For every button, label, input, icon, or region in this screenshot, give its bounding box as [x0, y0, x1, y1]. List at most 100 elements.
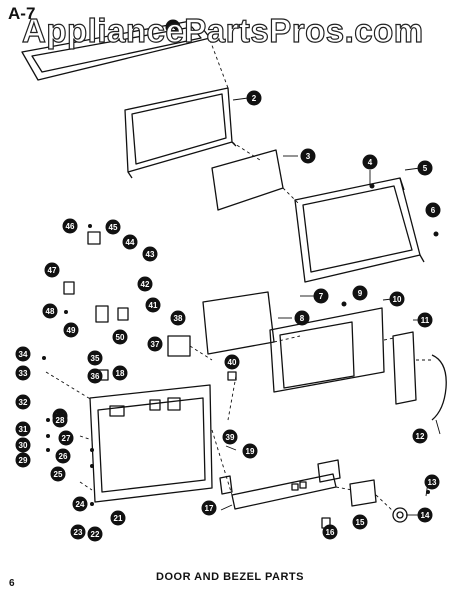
callout-38: 38: [174, 314, 183, 323]
callout-4: 4: [368, 158, 373, 167]
callout-7: 7: [319, 292, 324, 301]
callout-15-bubble: [352, 514, 368, 530]
part-switch-d: [87, 231, 101, 245]
callout-50-bubble: [112, 329, 128, 345]
callout-2-bubble: [246, 90, 262, 106]
hardware-screws: [42, 183, 439, 532]
part-glass-pane: [211, 149, 284, 211]
callout-33-bubble: [15, 365, 31, 381]
callout-46: 46: [66, 222, 75, 231]
part-inner-door-frame: [294, 177, 425, 283]
callout-32: 32: [19, 398, 28, 407]
watermark: AppliancePartsPros.com: [21, 11, 424, 49]
callout-45: 45: [109, 223, 118, 232]
callout-31-bubble: [15, 421, 31, 437]
callout-1: 1: [171, 23, 176, 32]
callout-12-bubble: [412, 428, 428, 444]
callout-48: 48: [46, 307, 55, 316]
callout-35: 35: [91, 354, 100, 363]
callout-24: 24: [76, 500, 85, 509]
callout-13: 13: [428, 478, 437, 487]
callout-9: 9: [358, 289, 363, 298]
callout-8: 8: [300, 314, 305, 323]
callout-30-bubble: [15, 437, 31, 453]
callout-5: 5: [423, 164, 428, 173]
part-bracket: [219, 475, 233, 495]
callout-43-bubble: [142, 246, 158, 262]
callout-21: 21: [114, 514, 123, 523]
part-side-panel: [392, 331, 417, 405]
callout-46-bubble: [62, 218, 78, 234]
callout-27-bubble: [58, 430, 74, 446]
callout-40: 40: [228, 358, 237, 367]
callout-15: 15: [356, 518, 365, 527]
callout-9-bubble: [352, 285, 368, 301]
leader-lines: [45, 39, 432, 513]
callout-6-bubble: [425, 202, 441, 218]
callout-33: 33: [19, 369, 28, 378]
callout-25-bubble: [50, 466, 66, 482]
part-door-panel: [124, 87, 237, 179]
callout-37-bubble: [147, 336, 163, 352]
callout-17-bubble: [201, 500, 217, 516]
callout-22-bubble: [87, 526, 103, 542]
page-label: A-7: [8, 4, 36, 23]
callout-35-bubble: [87, 350, 103, 366]
callout-47-bubble: [44, 262, 60, 278]
callout-34-bubble: [15, 346, 31, 362]
callout-18: 18: [116, 369, 125, 378]
part-bezel: [269, 307, 385, 393]
callout-23-bubble: [70, 524, 86, 540]
callout-38-bubble: [170, 310, 186, 326]
callout-8-bubble: [294, 310, 310, 326]
callout-31: 31: [19, 425, 28, 434]
callout-36-bubble: [87, 368, 103, 384]
part-switch-f: [227, 371, 237, 381]
callout-39: 39: [226, 433, 235, 442]
callout-36: 36: [91, 372, 100, 381]
callout-25: 25: [54, 470, 63, 479]
callout-2: 2: [252, 94, 257, 103]
callout-50: 50: [116, 333, 125, 342]
callout-32-bubble: [15, 394, 31, 410]
part-cabinet-panel: [89, 384, 213, 503]
callout-16: 16: [326, 528, 335, 537]
callout-44: 44: [126, 238, 135, 247]
callout-37: 37: [151, 340, 160, 349]
callout-14-bubble: [417, 507, 433, 523]
callout-39-bubble: [222, 429, 238, 445]
callout-34: 34: [19, 350, 28, 359]
page-number: 6: [9, 578, 15, 589]
part-switch-plate: [349, 479, 377, 507]
callout-42: 42: [141, 280, 150, 289]
part-switch-a: [95, 305, 109, 323]
callout-12: 12: [416, 432, 425, 441]
callout-6: 6: [431, 206, 436, 215]
part-end-plate: [317, 459, 341, 483]
callout-30: 30: [19, 441, 28, 450]
callout-24-bubble: [72, 496, 88, 512]
part-switch-b: [117, 307, 129, 321]
callout-45-bubble: [105, 219, 121, 235]
part-shield-panel: [202, 291, 275, 355]
part-knob: [392, 507, 408, 523]
callout-48-bubble: [42, 303, 58, 319]
callout-10: 10: [393, 295, 402, 304]
callout-23: 23: [74, 528, 83, 537]
callout-26-bubble: [55, 448, 71, 464]
callout-19: 19: [246, 447, 255, 456]
callout-17: 17: [205, 504, 214, 513]
callout-5-bubble: [417, 160, 433, 176]
callout-1-bubble: [165, 19, 181, 35]
callout-22: 22: [91, 530, 100, 539]
callout-21-bubble: [110, 510, 126, 526]
callout-28-bubble: [52, 412, 68, 428]
part-handle: [431, 354, 447, 421]
callout-49-bubble: [63, 322, 79, 338]
callout-19-bubble: [242, 443, 258, 459]
callout-11-bubble: [417, 312, 433, 328]
callout-13-bubble: [424, 474, 440, 490]
callout-18-bubble: [112, 365, 128, 381]
callout-29: 29: [19, 456, 28, 465]
callout-16-bubble: [322, 524, 338, 540]
